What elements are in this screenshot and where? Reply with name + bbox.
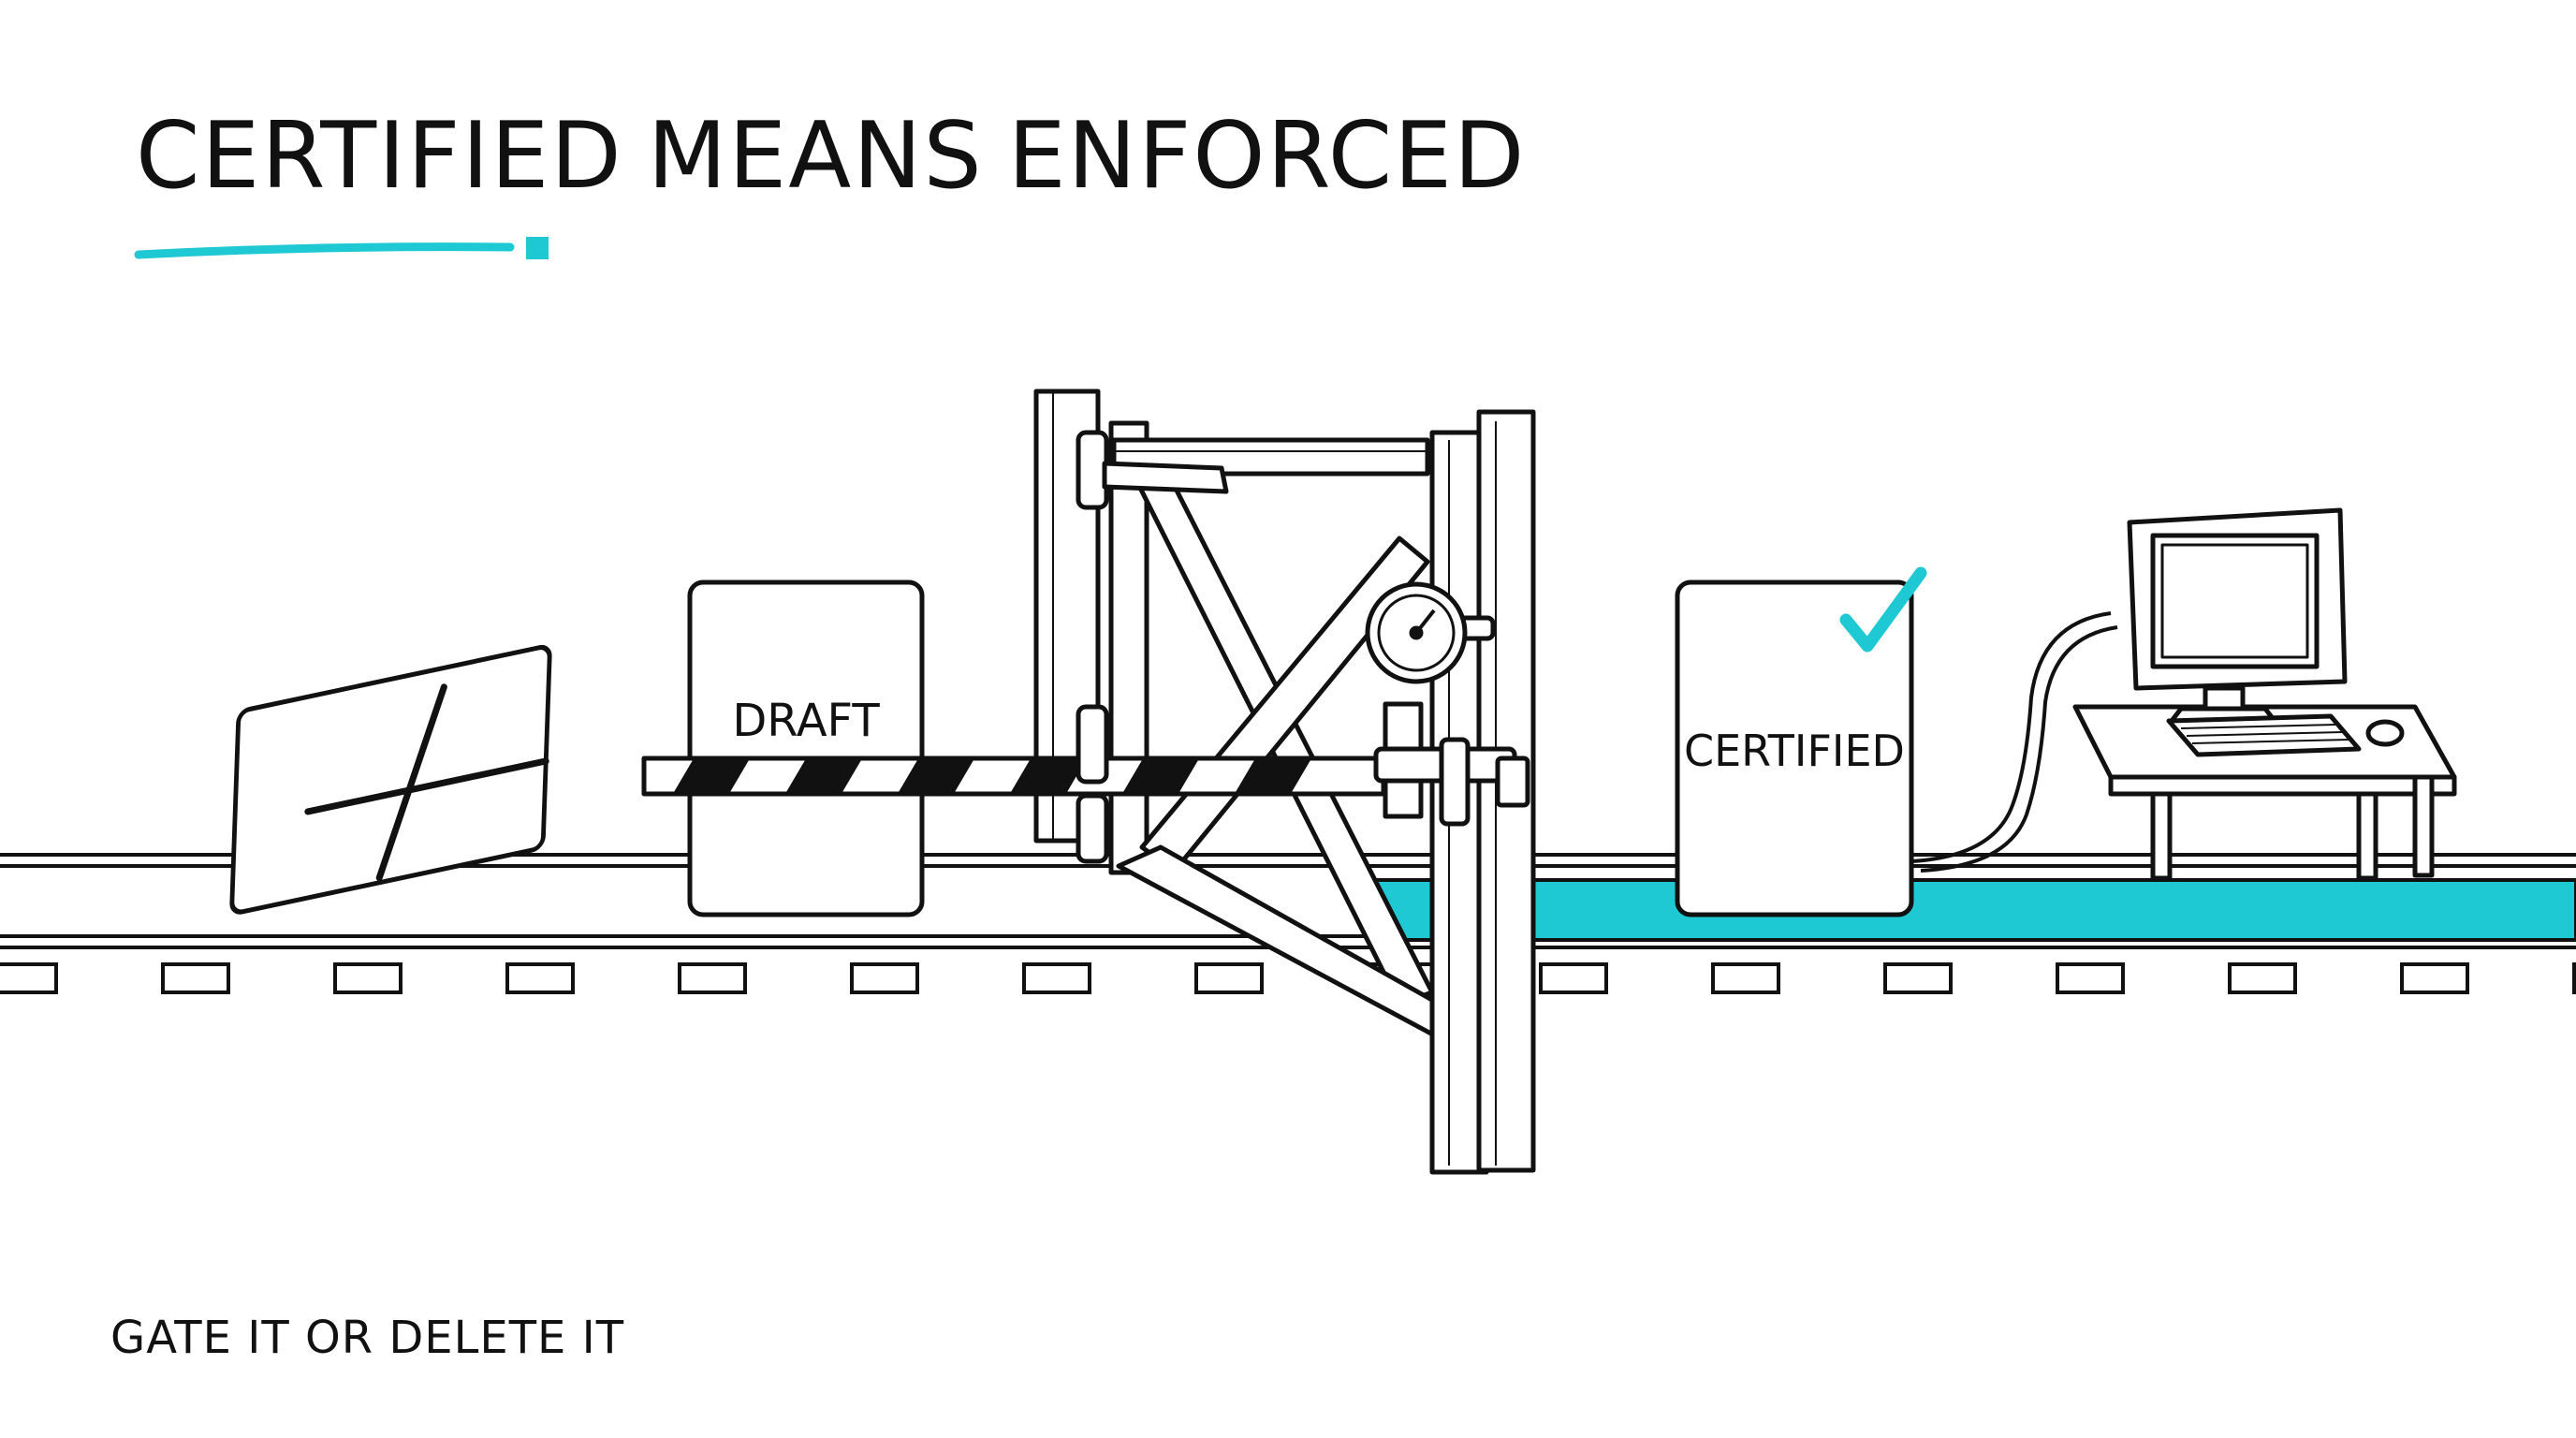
- railway-tie: [2228, 962, 2297, 994]
- title-word-means: MEANS: [647, 103, 984, 210]
- railway-tie: [1539, 962, 1608, 994]
- railway-tie: [2572, 962, 2576, 994]
- checkmark-icon: [1839, 566, 1927, 653]
- barrier-stripe: [674, 760, 749, 792]
- draft-label: DRAFT: [732, 695, 880, 747]
- railway-tie: [850, 962, 919, 994]
- data-cable: [1910, 611, 2118, 873]
- title-word-enforced: ENFORCED: [1007, 103, 1527, 210]
- railway-tie: [678, 962, 747, 994]
- railway-tie: [1883, 962, 1953, 994]
- barrier-stripe: [786, 760, 861, 792]
- railway-tie: [2056, 962, 2125, 994]
- railway-tie: [161, 962, 230, 994]
- certified-label: CERTIFIED: [1684, 726, 1905, 776]
- draft-document: DRAFT: [687, 580, 925, 917]
- certified-conveyor: [1374, 878, 2576, 942]
- railway-tie: [1711, 962, 1780, 994]
- title-underline: [134, 237, 549, 259]
- barrier-stripe: [899, 760, 973, 792]
- barrier-stripe: [1123, 760, 1198, 792]
- pressure-gauge-icon: [1365, 581, 1496, 684]
- railway-tie: [0, 962, 58, 994]
- barrier-stripe: [1011, 760, 1086, 792]
- title-word-certified: CERTIFIED: [136, 103, 623, 210]
- railway-tie: [333, 962, 402, 994]
- barrier-stripe: [1236, 760, 1310, 792]
- footer-tagline: GATE IT OR DELETE IT: [110, 1312, 625, 1364]
- railway-tie: [1194, 962, 1264, 994]
- certified-document: CERTIFIED: [1675, 566, 1927, 917]
- rejected-envelope-icon: [229, 644, 552, 915]
- railway-tie: [1022, 962, 1091, 994]
- railway-tie: [2400, 962, 2469, 994]
- desktop-computer-icon: [2072, 507, 2457, 881]
- railway-tie: [505, 962, 575, 994]
- gate: [641, 389, 1536, 1175]
